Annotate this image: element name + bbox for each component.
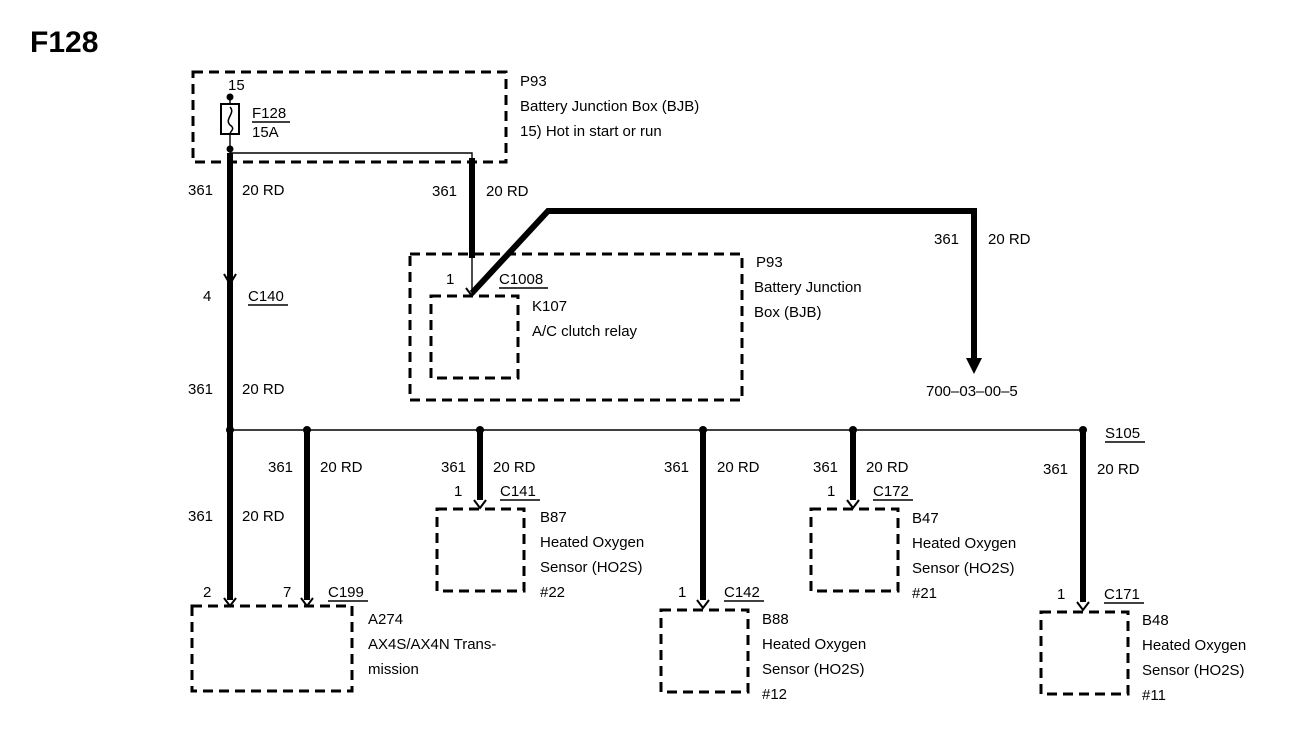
wire-label-gauge: 20 RD — [242, 381, 285, 398]
sensor-b88-box — [659, 608, 750, 694]
trans-ref: A274 — [368, 611, 403, 628]
sensor-line3: #22 — [540, 584, 565, 601]
fuse-icon — [220, 93, 240, 153]
sensor-connector: C141 — [500, 483, 536, 500]
bjb-top-box — [191, 70, 508, 164]
bjb-relay-ref: P93 — [756, 254, 783, 271]
bjb-top-line1: Battery Junction Box (BJB) — [520, 98, 699, 115]
wire-label-circuit: 361 — [1043, 461, 1068, 478]
bjb-top-ref: P93 — [520, 73, 547, 90]
fuse-branch-wire — [229, 149, 473, 162]
sensor-pin: 1 — [827, 483, 835, 500]
trans-desc2: mission — [368, 661, 419, 678]
sensor-b48-box — [1039, 610, 1130, 696]
splice-ref: S105 — [1105, 425, 1140, 442]
sensor-ref: B48 — [1142, 612, 1169, 629]
trans-pin-b: 7 — [283, 584, 291, 601]
wire-label-gauge: 20 RD — [242, 182, 285, 199]
transmission-box — [190, 604, 354, 693]
wire-label-circuit: 361 — [813, 459, 838, 476]
wire-label-circuit: 361 — [188, 182, 213, 199]
trans-pin-a: 2 — [203, 584, 211, 601]
sensor-line2: Sensor (HO2S) — [762, 661, 865, 678]
trans-desc1: AX4S/AX4N Trans- — [368, 636, 496, 653]
trans-connector: C199 — [328, 584, 364, 601]
sensor-line1: Heated Oxygen — [912, 535, 1016, 552]
sensor-pin: 1 — [678, 584, 686, 601]
offpage-ref: 700–03–00–5 — [926, 383, 1018, 400]
c140-connector: C140 — [248, 288, 284, 305]
wire-label-circuit: 361 — [188, 381, 213, 398]
sensor-line3: #21 — [912, 585, 937, 602]
sensor-line3: #12 — [762, 686, 787, 703]
bjb-top-line2: 15) Hot in start or run — [520, 123, 662, 140]
wire-label-circuit: 361 — [441, 459, 466, 476]
sensor-b47-box — [809, 507, 900, 593]
wire-label-gauge: 20 RD — [717, 459, 760, 476]
bjb-relay-box — [408, 252, 744, 402]
wire-label-circuit: 361 — [664, 459, 689, 476]
relay-ref: K107 — [532, 298, 567, 315]
wire-label-gauge: 20 RD — [320, 459, 363, 476]
sensor-b87-box — [435, 507, 526, 593]
wire-label-circuit: 361 — [268, 459, 293, 476]
sensor-connector: C142 — [724, 584, 760, 601]
sensor-line2: Sensor (HO2S) — [912, 560, 1015, 577]
sensor-ref: B87 — [540, 509, 567, 526]
sensor-connector: C171 — [1104, 586, 1140, 603]
sensor-connector: C172 — [873, 483, 909, 500]
relay-k107-box — [429, 294, 520, 380]
fuse-name: F128 — [252, 105, 286, 122]
sensor-line1: Heated Oxygen — [762, 636, 866, 653]
sensor-line3: #11 — [1142, 687, 1166, 704]
sensor-line2: Sensor (HO2S) — [540, 559, 643, 576]
wire-label-gauge: 20 RD — [242, 508, 285, 525]
wire-361-offpage — [469, 208, 977, 362]
sensor-pin: 1 — [1057, 586, 1065, 603]
relay-desc: A/C clutch relay — [532, 323, 638, 340]
wire-label-gauge: 20 RD — [988, 231, 1031, 248]
sensor-line1: Heated Oxygen — [1142, 637, 1246, 654]
sensor-pin: 1 — [454, 483, 462, 500]
sensor-line1: Heated Oxygen — [540, 534, 644, 551]
bjb-relay-line1: Battery Junction — [754, 279, 862, 296]
fuse-rating: 15A — [252, 124, 279, 141]
bjb-relay-line2: Box (BJB) — [754, 304, 822, 321]
wire-label-gauge: 20 RD — [866, 459, 909, 476]
relay-connector: C1008 — [499, 271, 543, 288]
wire-label-gauge: 20 RD — [1097, 461, 1140, 478]
wire-label-gauge: 20 RD — [486, 183, 529, 200]
wire-label-circuit: 361 — [432, 183, 457, 200]
wire-label-gauge: 20 RD — [493, 459, 536, 476]
c140-pin: 4 — [203, 288, 211, 305]
offpage-arrow-icon — [966, 358, 982, 374]
sensor-line2: Sensor (HO2S) — [1142, 662, 1245, 679]
wire-label-circuit: 361 — [934, 231, 959, 248]
diagram-title: F128 — [30, 26, 98, 59]
sensor-ref: B88 — [762, 611, 789, 628]
sensor-ref: B47 — [912, 510, 939, 527]
relay-pin: 1 — [446, 271, 454, 288]
fuse-pin: 15 — [228, 77, 245, 94]
wire-label-circuit: 361 — [188, 508, 213, 525]
